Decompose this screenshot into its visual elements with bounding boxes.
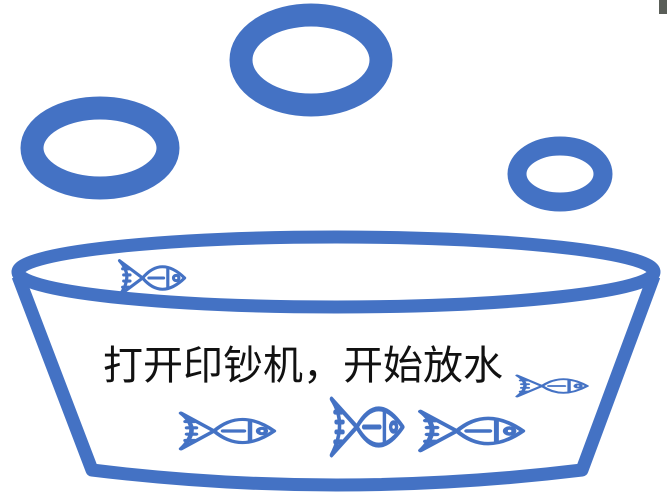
bubble-large-ring-icon (229, 3, 393, 117)
corner-mark (659, 0, 667, 14)
basin-icon (11, 230, 661, 492)
fish-icon (332, 399, 403, 455)
caption-text: 打开印钞机，开始放水 (103, 343, 503, 389)
bubble-small-ring-icon (507, 136, 613, 212)
fish-icon (421, 411, 523, 450)
bubble-left-ring-icon (20, 96, 180, 200)
fish-icon (515, 373, 589, 399)
fish-icon (117, 259, 187, 297)
fish-icon (181, 413, 274, 449)
